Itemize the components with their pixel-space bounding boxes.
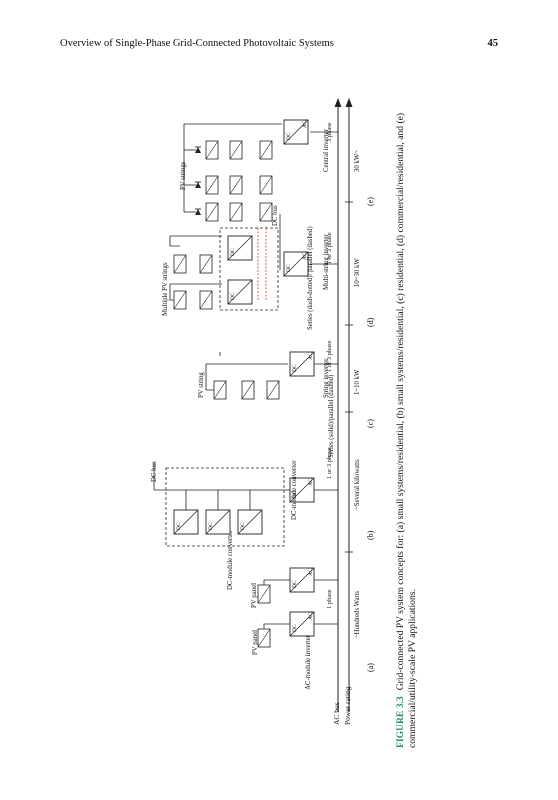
- ac-text: AC: [308, 568, 314, 576]
- power-rating-d: 10~30 kW: [354, 258, 361, 287]
- pv-panel-icon: [259, 202, 273, 222]
- dc-text: DC: [292, 490, 298, 498]
- power-rating-label: Power rating: [343, 686, 352, 725]
- figure-label: FIGURE 3.3: [395, 696, 406, 748]
- phase-label-b: 1 or 3 phase: [326, 447, 333, 479]
- ac-text: AC: [308, 612, 314, 620]
- pv-panel-icon: [199, 254, 213, 274]
- ac-text: AC: [302, 120, 308, 128]
- power-rating-c: 1~10 kW: [354, 369, 361, 395]
- pv-panel-icon: [213, 380, 227, 400]
- dc-text: DC: [292, 364, 298, 372]
- page-header: Overview of Single-Phase Grid-Connected …: [60, 38, 498, 54]
- page-number: 45: [487, 38, 499, 49]
- string-inverter-diagram: [205, 352, 338, 391]
- pv-panel-icon: [257, 584, 271, 604]
- ac-bus-axis: [334, 98, 342, 712]
- dc-text: DC: [208, 522, 214, 530]
- figure-caption: FIGURE 3.3Grid-connected PV system conce…: [395, 68, 419, 748]
- ac-bus-label: AC bus: [332, 702, 341, 725]
- power-rating-e: 30 kW~: [354, 150, 361, 172]
- pv-panel-icon: [266, 380, 280, 400]
- column-e-letter: (e): [366, 197, 375, 206]
- central-inverter-diagram: [183, 123, 338, 213]
- ac-module-inverter-label: AC-module inverter: [305, 634, 312, 690]
- power-rating-b: ~Several kilowatts: [354, 459, 361, 510]
- dc-text: DC: [292, 624, 298, 632]
- dc-text: DC: [240, 522, 246, 530]
- pv-panel-label: PV panel: [252, 630, 259, 655]
- series-dash-dotted-label: Series (dash-dotted)/ parallel (dashed): [307, 226, 314, 330]
- ac-text: AC: [308, 478, 314, 486]
- dc-text: DC: [176, 522, 182, 530]
- ac-text: AC: [302, 252, 308, 260]
- pv-string-label: PV string: [198, 372, 205, 398]
- pv-panel-icon: [173, 254, 187, 274]
- dc-text: DC: [292, 580, 298, 588]
- phase-label-d: 1 or 3 phase: [326, 232, 333, 264]
- caption-text: Grid-connected PV system concepts for: (…: [395, 112, 418, 748]
- pv-panel-icon: [241, 380, 255, 400]
- phase-label-c: 1 or 3 phase: [326, 340, 333, 372]
- central-inverter-label: Central inverter: [323, 128, 330, 172]
- column-a-letter: (a): [366, 663, 375, 672]
- pv-panel-icon: [205, 140, 219, 160]
- column-d-letter: (d): [366, 317, 375, 327]
- dc-bus-label: DC bus: [151, 461, 158, 482]
- pv-panel-icon: [173, 290, 187, 310]
- pv-panel-icon: [229, 202, 243, 222]
- running-title: Overview of Single-Phase Grid-Connected …: [60, 38, 334, 49]
- pv-panel-icon: [259, 175, 273, 195]
- pv-panel-icon: [257, 628, 271, 648]
- ac-text: AC: [308, 352, 314, 360]
- column-b-letter: (b): [366, 530, 375, 540]
- dc-bus-label: DC bus: [272, 205, 279, 226]
- dc-text: DC: [230, 248, 236, 256]
- phase-label-a: 1 phase: [326, 589, 333, 609]
- power-rating-axis: [345, 98, 353, 712]
- dc-text: DC: [230, 292, 236, 300]
- multi-string-inverter-label: Multi-string inverter: [323, 234, 330, 290]
- pv-panel-icon: [229, 175, 243, 195]
- multiple-pv-strings-label: Multiple PV strings: [162, 262, 169, 316]
- dc-text: DC: [286, 132, 292, 140]
- dc-module-converter-label: DC-module converter: [291, 460, 298, 520]
- pv-strings-label: PV strings: [180, 161, 187, 190]
- pv-panel-label: PV panel: [251, 583, 258, 608]
- pv-panel-icon: [199, 290, 213, 310]
- dc-module-converter-label-a: DC-module converter: [227, 530, 234, 590]
- column-c-letter: (c): [366, 419, 375, 428]
- string-inverter-label: String inverter: [323, 358, 330, 398]
- series-parallel-label: Series (solid)/parallel (dashed): [328, 375, 335, 458]
- pv-panel-icon: [229, 140, 243, 160]
- pv-panel-icon: [205, 175, 219, 195]
- pv-panel-icon: [259, 140, 273, 160]
- power-rating-a: ~Hundreds Watts: [354, 591, 361, 638]
- pv-panel-icon: [205, 202, 219, 222]
- dc-link-lines: [257, 226, 267, 300]
- dc-text: DC: [286, 264, 292, 272]
